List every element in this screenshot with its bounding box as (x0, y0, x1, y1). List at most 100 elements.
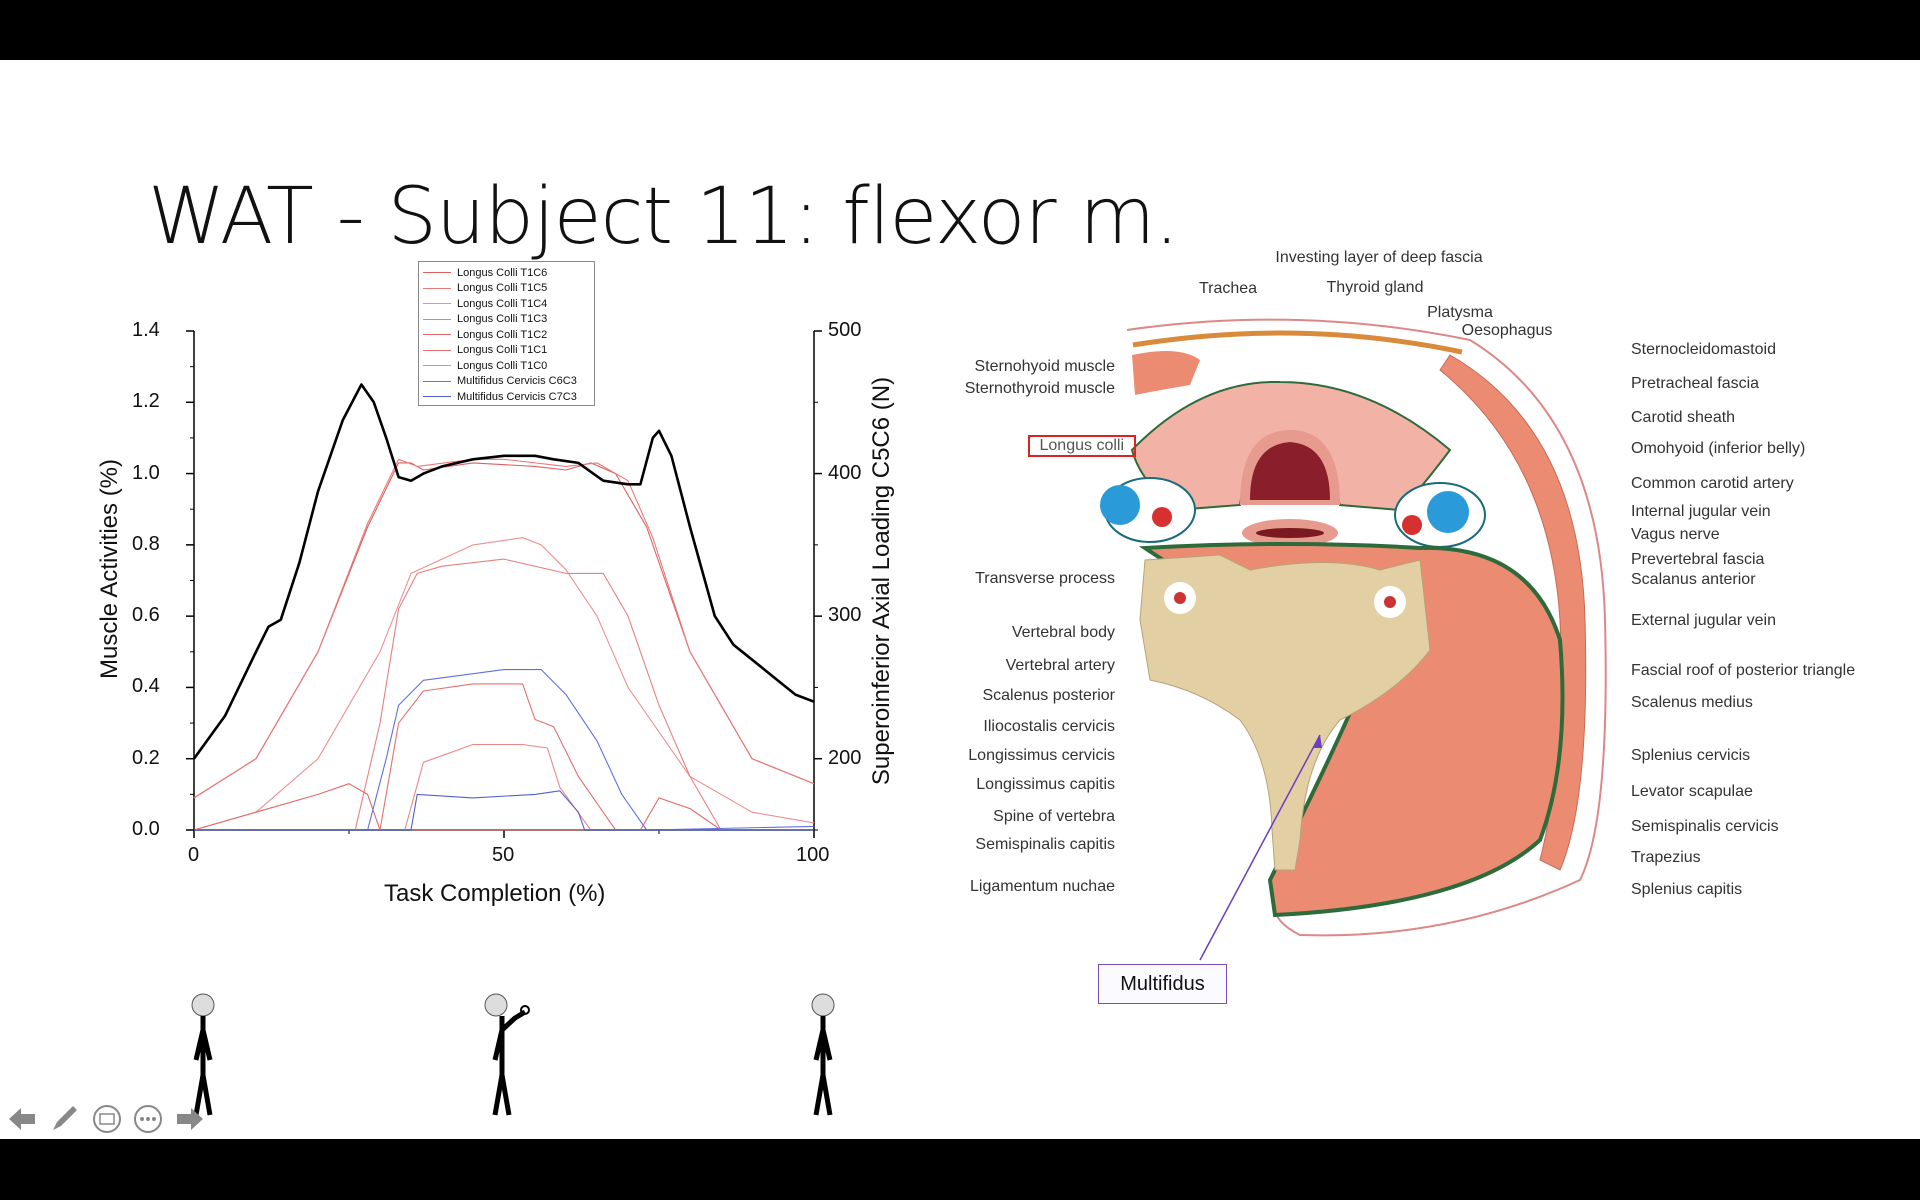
label-vertebral-artery: Vertebral artery (1005, 657, 1115, 674)
label-longissimus-capitis: Longissimus capitis (976, 776, 1115, 793)
legend-swatch (423, 318, 451, 320)
legend-entry: Longus Colli T1C1 (419, 343, 547, 358)
legend-label: Multifidus Cervicis C6C3 (457, 375, 577, 387)
pen-icon[interactable] (49, 1104, 79, 1134)
label-ligamentum-nuchae: Ligamentum nuchae (970, 878, 1115, 895)
legend-entry: Longus Colli T1C4 (419, 296, 547, 311)
y2-tick-label: 200 (828, 746, 862, 769)
label-longus-colli: Longus colli (1027, 435, 1136, 457)
label-trachea: Trachea (1198, 280, 1258, 297)
presentation-slide (0, 60, 1920, 1139)
label-longissimus-cervicis: Longissimus cervicis (968, 747, 1115, 764)
legend-swatch (423, 396, 451, 397)
y-tick-label: 0.0 (132, 818, 160, 840)
label-levator-scapulae: Levator scapulae (1631, 783, 1753, 800)
legend-swatch (423, 303, 451, 304)
label-platysma: Platysma (1427, 304, 1493, 321)
y-tick-label: 0.4 (132, 675, 160, 698)
label-transverse-process: Transverse process (975, 570, 1115, 587)
previous-arrow-icon[interactable] (7, 1104, 37, 1134)
x-tick-label: 0 (188, 844, 200, 866)
next-arrow-icon[interactable] (175, 1104, 205, 1134)
legend-entry: Multifidus Cervicis C6C3 (419, 374, 577, 389)
label-omohyoid-inferior-belly: Omohyoid (inferior belly) (1631, 440, 1806, 457)
y2-tick-label: 500 (828, 319, 862, 341)
label-external-jugular-vein: External jugular vein (1631, 612, 1776, 629)
y-tick-label: 1.0 (132, 461, 160, 484)
label-splenius-capitis: Splenius capitis (1631, 881, 1743, 898)
legend-swatch (423, 349, 451, 351)
legend-entry: Longus Colli T1C0 (419, 358, 547, 373)
y-tick-label: 0.8 (132, 532, 160, 555)
subtitles-icon[interactable] (92, 1104, 122, 1134)
series-line-axial-loading-c5c6 (192, 383, 815, 760)
x-axis-title: Task Completion (%) (384, 880, 606, 907)
legend-label: Longus Colli T1C2 (457, 328, 548, 341)
label-pretracheal-fascia: Pretracheal fascia (1631, 375, 1760, 392)
y-tick-label: 1.2 (132, 390, 160, 413)
legend-label: Multifidus Cervicis C7C3 (457, 390, 577, 403)
series-line-multifidus-cervicis-c6c3 (194, 669, 815, 831)
series-line-longus-colli-t1c5 (193, 458, 815, 799)
label-scalenus-medius: Scalenus medius (1631, 694, 1753, 711)
legend-label: Longus Colli T1C4 (457, 297, 548, 310)
legend-entry: Longus Colli T1C6 (419, 265, 547, 280)
label-sternocleidomastoid: Sternocleidomastoid (1631, 341, 1776, 358)
y-tick-label: 1.4 (132, 319, 160, 341)
legend-label: Longus Colli T1C6 (457, 266, 548, 279)
stick-figure-start (191, 993, 215, 1116)
label-common-carotid-artery: Common carotid artery (1631, 475, 1794, 492)
series-line-longus-colli-t1c6 (193, 462, 815, 799)
series-line-longus-colli-t1c0 (194, 743, 814, 831)
label-trapezius: Trapezius (1631, 849, 1701, 866)
label-prevertebral-fascia: Prevertebral fascia (1631, 551, 1765, 568)
series-line-longus-colli-t1c4 (193, 537, 815, 831)
label-semispinalis-capitis: Semispinalis capitis (975, 836, 1115, 853)
label-fascial-roof-of-posterior-triangle: Fascial roof of posterior triangle (1631, 662, 1856, 679)
legend-entry: Longus Colli T1C3 (419, 312, 547, 327)
stick-figure-middle (484, 993, 530, 1116)
slide-title: WAT - Subject 11: flexor m. (148, 172, 1179, 262)
x-tick-label: 50 (492, 844, 515, 866)
legend-entry: Longus Colli T1C5 (419, 281, 547, 296)
legend-swatch (423, 287, 451, 289)
legend-label: Longus Colli T1C1 (457, 344, 548, 356)
legend-swatch (423, 380, 451, 382)
legend-swatch (423, 365, 451, 366)
y2-tick-label: 300 (828, 604, 862, 627)
legend-label: Longus Colli T1C3 (457, 313, 548, 325)
y-tick-label: 0.2 (132, 746, 160, 769)
label-thyroid-gland: Thyroid gland (1326, 279, 1424, 296)
series-line-longus-colli-t1c3 (194, 558, 814, 831)
y2-tick-label: 400 (828, 461, 862, 484)
label-investing-layer: Investing layer of deep fascia (1275, 249, 1483, 266)
stick-figure-end (811, 993, 835, 1116)
label-scalanus-anterior: Scalanus anterior (1631, 571, 1756, 588)
multifidus-callout: Multifidus (1098, 964, 1227, 1004)
label-oesophagus: Oesophagus (1461, 322, 1553, 339)
label-internal-jugular-vein: Internal jugular vein (1631, 503, 1771, 520)
label-carotid-sheath: Carotid sheath (1631, 409, 1736, 426)
x-tick-label: 100 (796, 844, 830, 866)
legend-swatch (423, 272, 451, 273)
label-iliocostalis-cervicis: Iliocostalis cervicis (983, 718, 1115, 735)
series-line-multifidus-cervicis-c7c3 (194, 790, 814, 831)
label-vagus-nerve: Vagus nerve (1631, 526, 1720, 543)
legend-entry: Multifidus Cervicis C7C3 (419, 389, 577, 404)
legend-swatch (423, 334, 451, 335)
legend-label: Longus Colli T1C5 (457, 282, 548, 294)
more-options-icon[interactable] (133, 1104, 163, 1134)
label-sternothyroid-muscle: Sternothyroid muscle (964, 380, 1115, 397)
legend-label: Longus Colli T1C0 (457, 359, 548, 372)
series-line-longus-colli-t1c1 (194, 683, 814, 831)
legend-entry: Longus Colli T1C2 (419, 327, 547, 342)
label-spine-of-vertebra: Spine of vertebra (993, 808, 1115, 825)
y-tick-label: 0.6 (132, 604, 160, 627)
label-scalenus-posterior: Scalenus posterior (982, 687, 1115, 704)
label-sternohyoid-muscle: Sternohyoid muscle (974, 358, 1115, 375)
label-vertebral-body: Vertebral body (1011, 624, 1115, 641)
